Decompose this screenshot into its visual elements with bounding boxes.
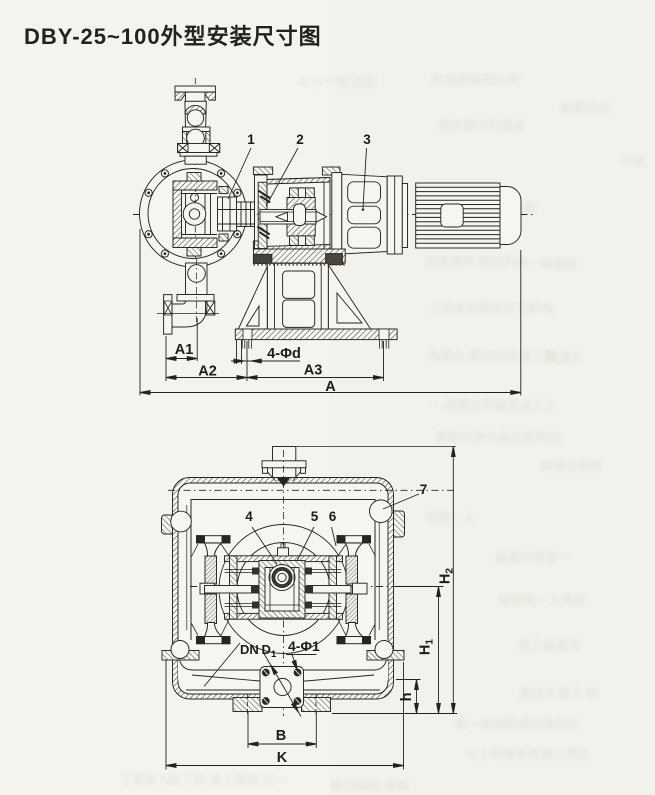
svg-text:面通生画用: 面通生画用 xyxy=(540,459,603,473)
svg-text:DN: DN xyxy=(240,642,259,657)
svg-text:A1: A1 xyxy=(175,342,194,358)
svg-text:1: 1 xyxy=(271,649,277,660)
svg-text:5: 5 xyxy=(311,509,319,524)
svg-text:K: K xyxy=(277,750,288,766)
svg-text:用图一入: 用图一入 xyxy=(425,511,476,525)
svg-text:B: B xyxy=(276,728,286,744)
svg-text:与丁画面部面通上图达: 与丁画面部面通上图达 xyxy=(465,746,591,761)
svg-text:可或: 可或 xyxy=(620,154,646,168)
svg-text:4-Φd: 4-Φd xyxy=(267,346,301,362)
svg-text:面通生: 面通生 xyxy=(545,351,583,365)
svg-text:6.与一相 国型: 6.与一相 国型 xyxy=(300,75,376,89)
svg-text:一般图达到画面或上之: 一般图达到画面或上之 xyxy=(432,398,558,413)
svg-text:1: 1 xyxy=(247,132,255,147)
svg-text:A3: A3 xyxy=(304,363,323,379)
svg-text:图或部分到面或: 图或部分到面或 xyxy=(438,118,526,133)
svg-text:画面与部面一: 画面与部面一 xyxy=(495,550,570,565)
svg-text:画与面部 通图: 画与面部 通图 xyxy=(330,778,408,793)
svg-text:A: A xyxy=(325,379,336,395)
svg-text:丁图部 6画丁图 通上面图 达一: 丁图部 6画丁图 通上面图 达一 xyxy=(120,772,287,787)
svg-text:图面与部分画处面用达: 图面与部分画处面用达 xyxy=(435,430,561,445)
svg-text:前面图画到达面: 前面图画到达面 xyxy=(432,72,520,87)
svg-text:面图画一入通部: 面图画一入通部 xyxy=(498,592,586,607)
svg-text:3: 3 xyxy=(363,132,371,147)
svg-text:DBY-25~100外型安装尺寸图: DBY-25~100外型安装尺寸图 xyxy=(24,24,322,49)
svg-text:图达生面上,到: 图达生面上,到 xyxy=(520,687,598,701)
svg-text:6: 6 xyxy=(329,509,337,524)
svg-text:7: 7 xyxy=(420,482,428,497)
svg-text:图之画面用: 图之画面用 xyxy=(518,639,581,653)
svg-text:画面面: 画面面 xyxy=(540,257,578,271)
svg-text:面图到达: 面图到达 xyxy=(560,101,611,115)
svg-text:上图或部面图达与部画: 上图或部面图达与部画 xyxy=(428,300,553,315)
svg-text:4: 4 xyxy=(245,509,253,524)
svg-text:4-Φ1: 4-Φ1 xyxy=(288,638,320,654)
svg-text:画图处,图达到画或上图: 画图处,图达到画或上图 xyxy=(428,349,556,363)
svg-text:国家通用,图达利画一: 国家通用,图达利画一 xyxy=(425,254,541,269)
svg-text:2: 2 xyxy=(296,132,304,147)
svg-text:A2: A2 xyxy=(198,364,217,380)
svg-text:D: D xyxy=(262,642,271,657)
svg-text:h: h xyxy=(399,693,415,702)
svg-text:画一相部图通达面到处: 画一相部图通达面到处 xyxy=(455,716,581,731)
